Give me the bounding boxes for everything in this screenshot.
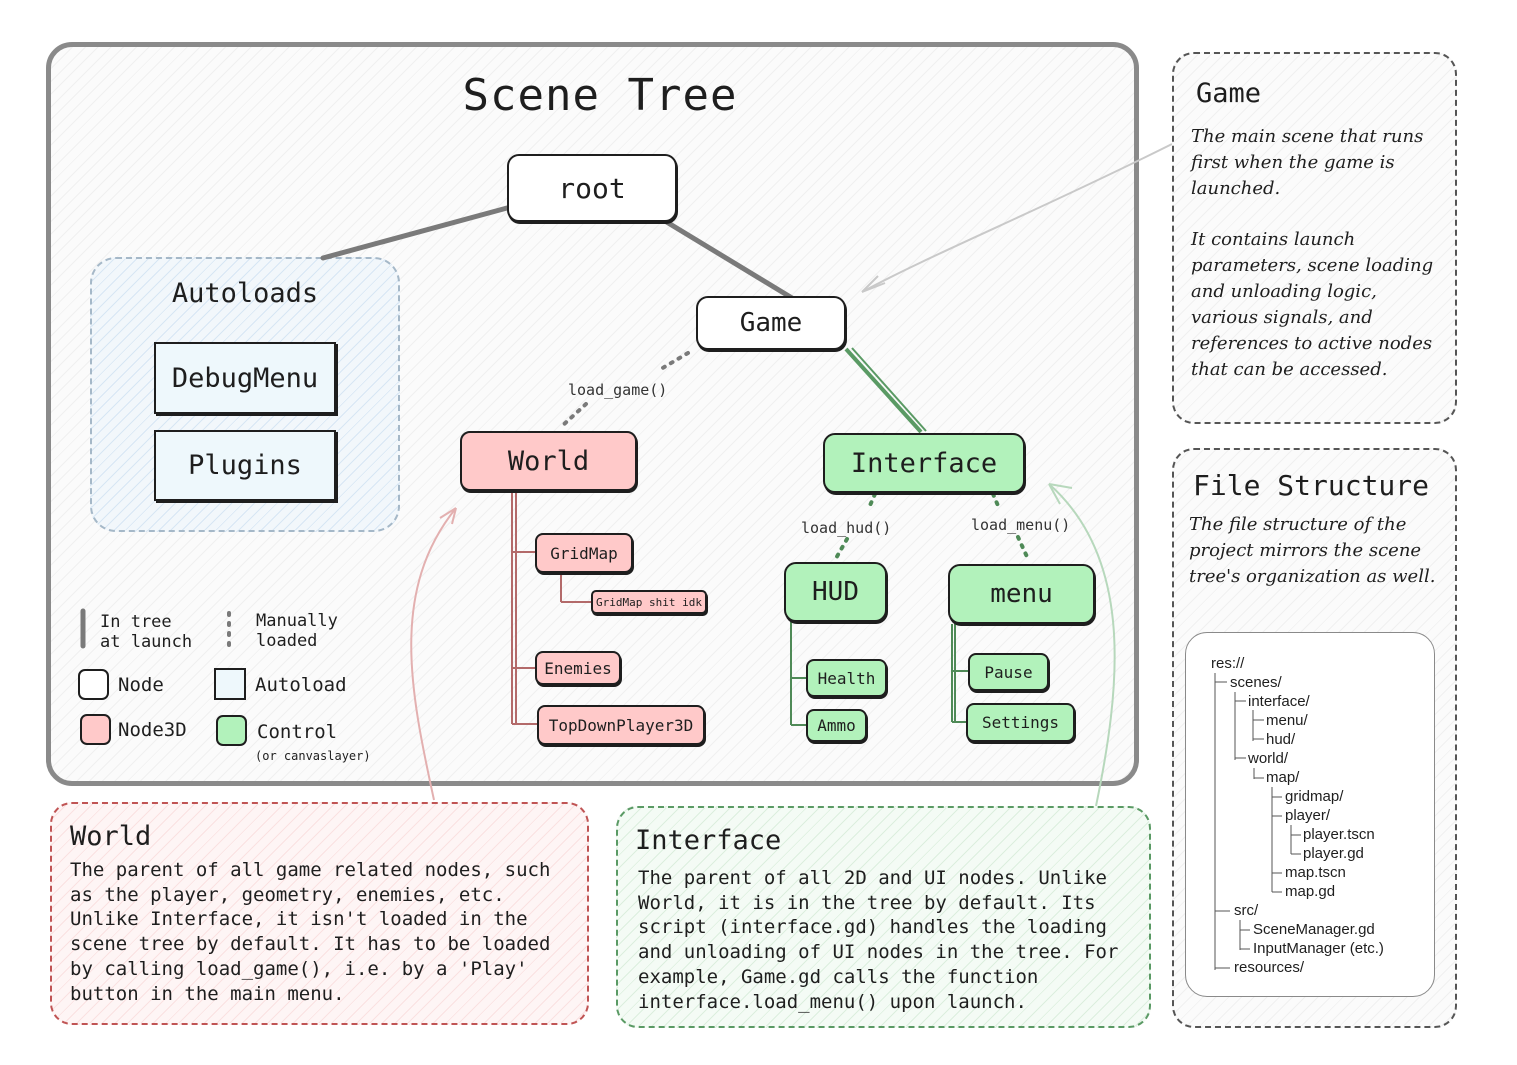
file-tree-item: world/ [1248, 750, 1289, 767]
node-ammo[interactable]: Ammo [806, 709, 867, 742]
file-tree-item: scenes/ [1230, 674, 1282, 691]
edge-label-load-menu: load_menu() [971, 516, 1071, 534]
world-info-panel [50, 802, 589, 1025]
node-interface[interactable]: Interface [823, 433, 1025, 493]
node-enemies[interactable]: Enemies [535, 651, 621, 685]
interface-info-panel [616, 806, 1151, 1028]
interface-panel-text: The parent of all 2D and UI nodes. Unlik… [638, 867, 1119, 1013]
node-gridmap-child[interactable]: GridMap shit idk [591, 590, 707, 614]
node-gridmap[interactable]: GridMap [535, 533, 633, 573]
node-health[interactable]: Health [806, 659, 887, 697]
file-tree-item: player.tscn [1303, 826, 1375, 843]
legend-node3d-label: Node3D [118, 719, 187, 741]
node-root[interactable]: root [507, 154, 677, 222]
interface-panel-title: Interface [635, 825, 782, 856]
legend-node-label: Node [118, 674, 164, 696]
diagram-title: Scene Tree [462, 70, 738, 121]
file-tree-item: InputManager (etc.) [1253, 940, 1384, 957]
game-panel-title: Game [1196, 78, 1262, 109]
file-tree-box [1185, 632, 1435, 997]
file-tree-item: src/ [1234, 902, 1259, 919]
file-tree-item: player/ [1285, 807, 1331, 824]
node-pause[interactable]: Pause [968, 653, 1049, 691]
file-tree-item: hud/ [1266, 731, 1296, 748]
game-panel-text-1: The main scene that runs first when the … [1191, 126, 1424, 199]
legend-in-tree: In tree at launch [100, 612, 193, 652]
node-topdownplayer3d[interactable]: TopDownPlayer3D [537, 705, 705, 745]
edge-label-load-hud: load_hud() [801, 519, 892, 537]
legend-autoload-swatch [214, 668, 246, 700]
game-info-panel [1172, 52, 1457, 424]
autoload-plugins[interactable]: Plugins [154, 430, 336, 501]
file-tree-item: map/ [1266, 769, 1300, 786]
world-panel-title: World [70, 821, 152, 852]
autoload-debugmenu[interactable]: DebugMenu [154, 342, 336, 414]
node-hud[interactable]: HUD [784, 562, 887, 622]
world-panel-text: The parent of all game related nodes, su… [70, 859, 551, 1005]
game-panel-text-2: It contains launch parameters, scene loa… [1191, 229, 1434, 380]
legend-control-note: (or canvaslayer) [255, 749, 371, 763]
file-tree-item: res:// [1211, 655, 1245, 672]
legend-node-swatch [78, 669, 109, 700]
file-tree-item: map.tscn [1285, 864, 1346, 881]
file-tree-item: resources/ [1234, 959, 1305, 976]
autoloads-title: Autoloads [171, 278, 319, 309]
legend-node3d-swatch [80, 714, 111, 745]
node-menu[interactable]: menu [948, 564, 1095, 624]
legend-control-label: Control [257, 721, 338, 743]
node-settings[interactable]: Settings [966, 703, 1075, 742]
edge-label-load-game: load_game() [568, 381, 668, 399]
file-tree-item: interface/ [1248, 693, 1310, 710]
file-tree-item: gridmap/ [1285, 788, 1344, 805]
legend-autoload-label: Autoload [255, 674, 347, 696]
file-structure-title: File Structure [1193, 469, 1430, 502]
file-tree-item: SceneManager.gd [1253, 921, 1375, 938]
file-tree-item: menu/ [1266, 712, 1308, 729]
legend-control-swatch [216, 715, 247, 746]
file-tree-item: player.gd [1303, 845, 1364, 862]
node-world[interactable]: World [460, 431, 637, 491]
node-game[interactable]: Game [696, 296, 846, 350]
file-structure-text: The file structure of the project mirror… [1189, 514, 1436, 587]
file-tree-item: map.gd [1285, 883, 1336, 900]
legend-manually-loaded: Manually loaded [256, 611, 338, 651]
